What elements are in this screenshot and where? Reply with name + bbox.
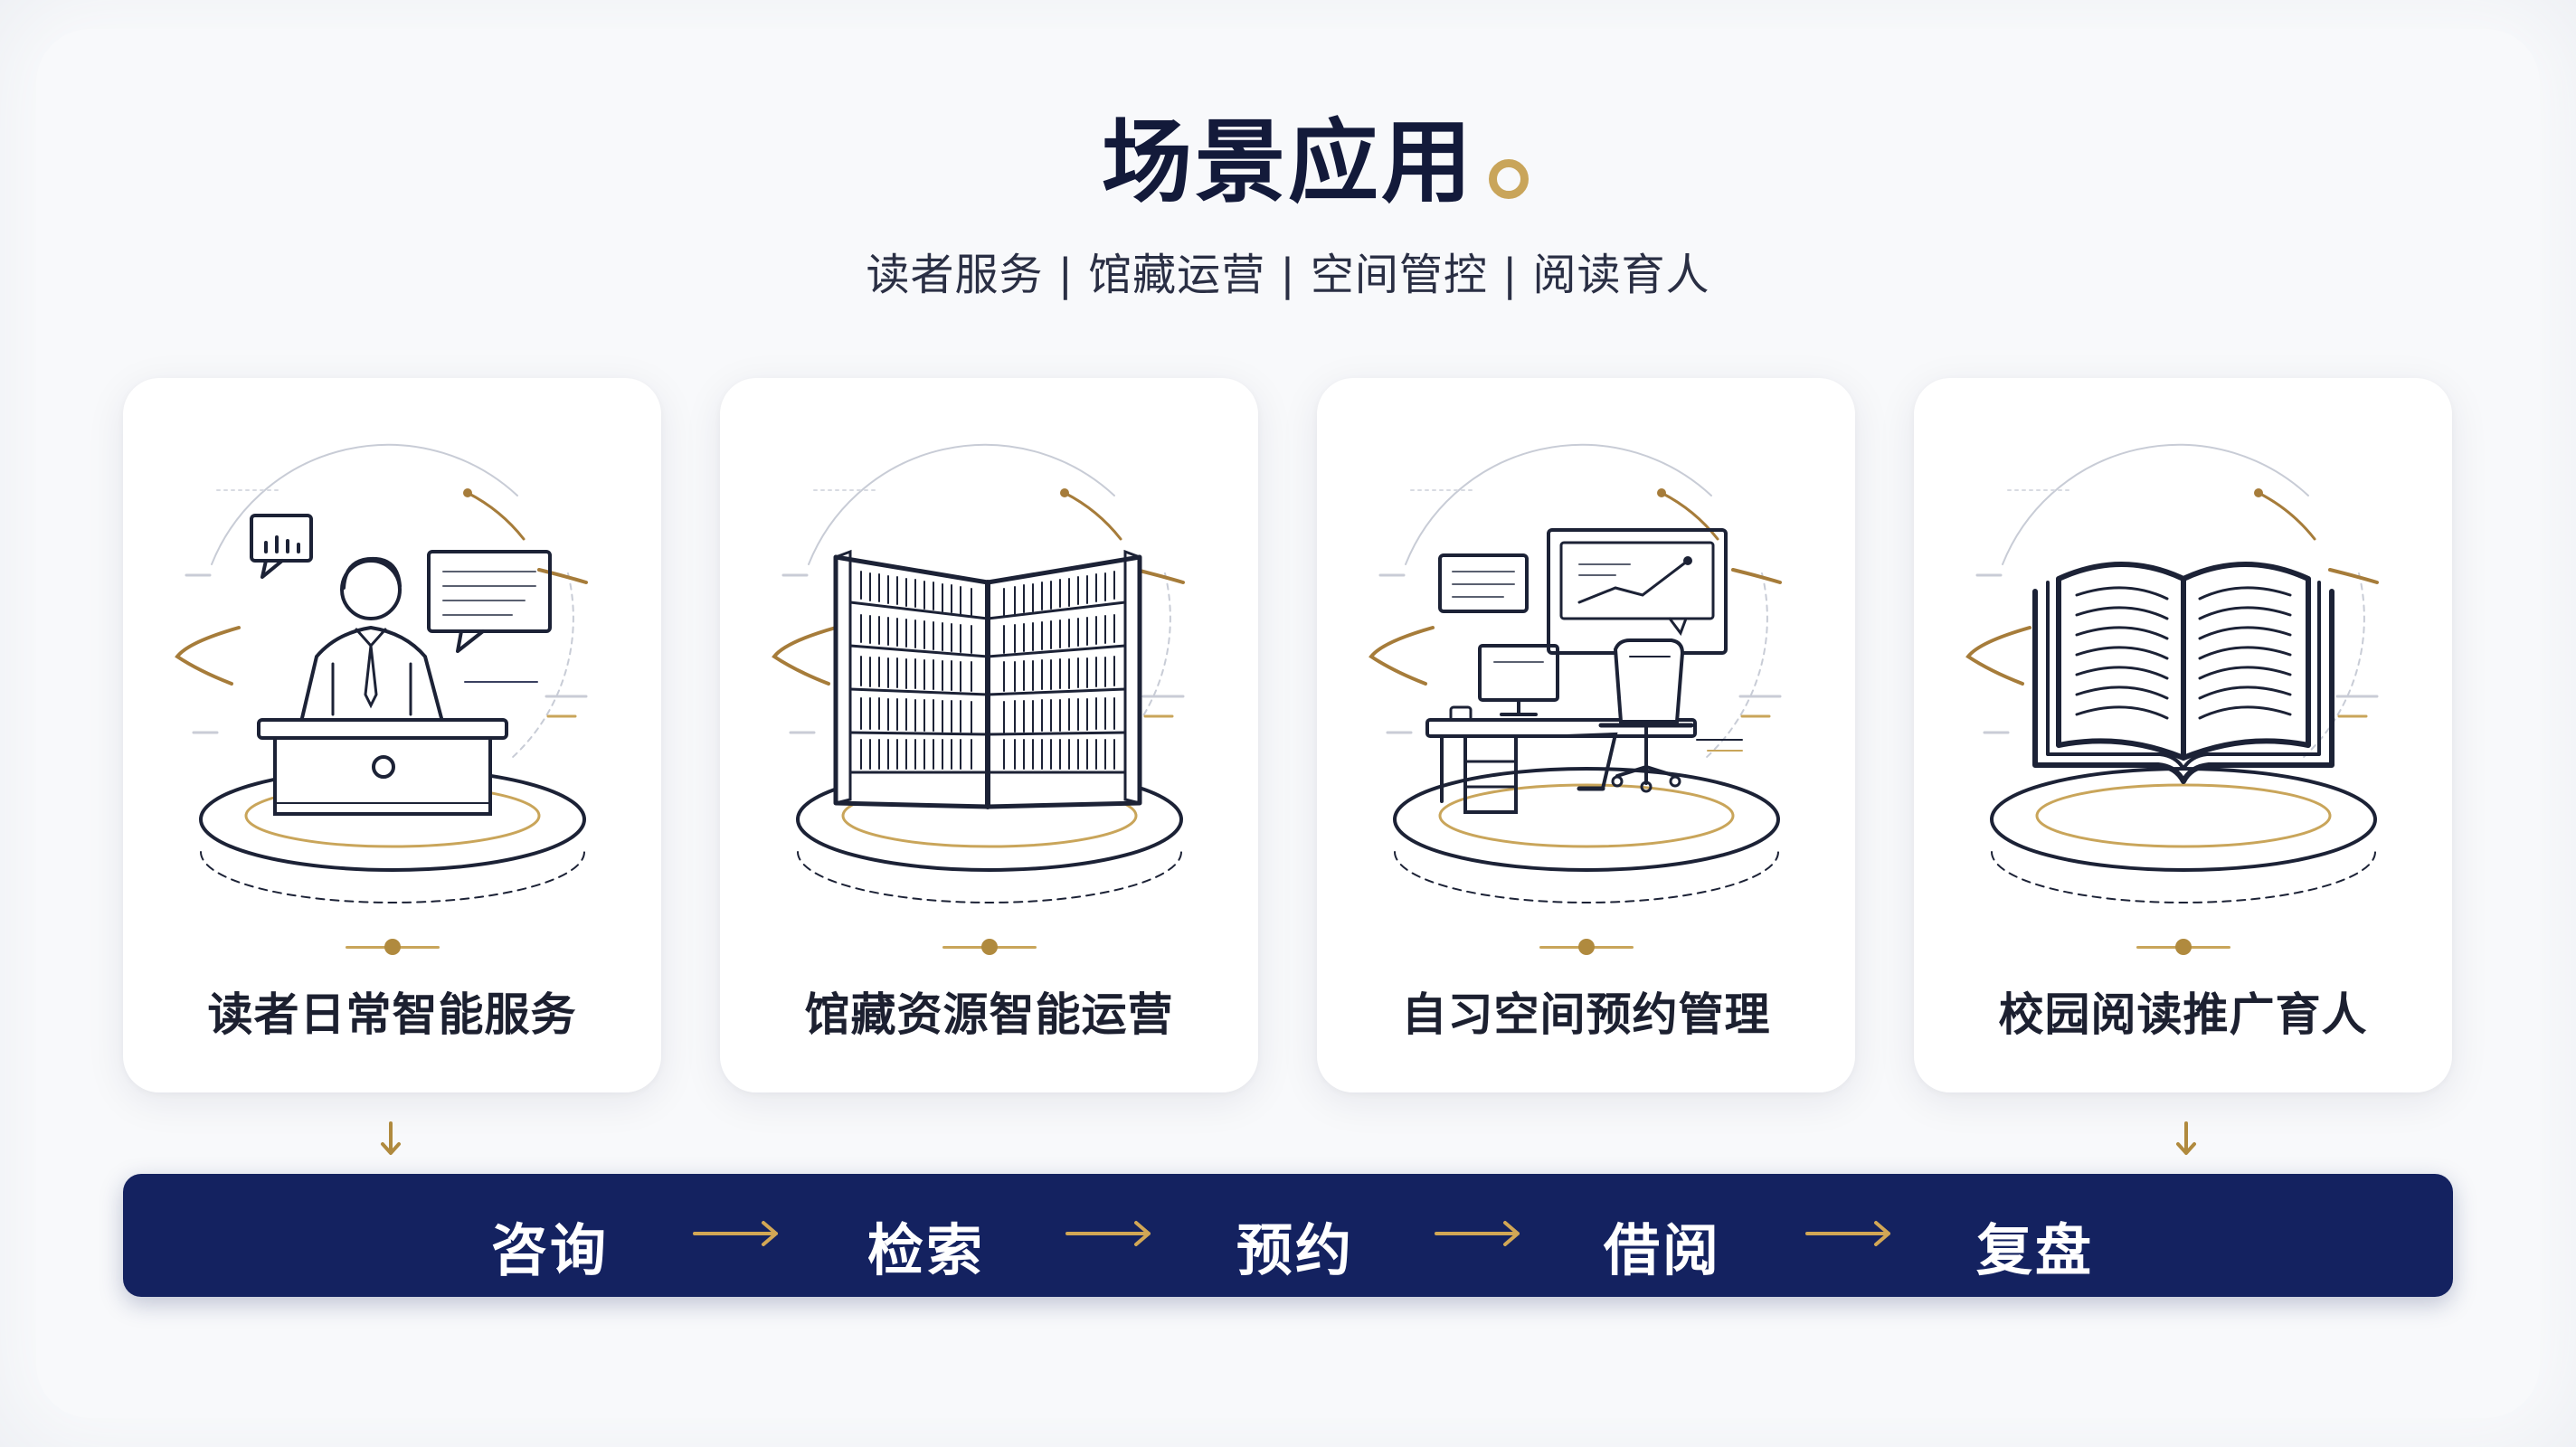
service-desk-icon: [175, 443, 588, 903]
flow-step-reserve: 预约: [1236, 1217, 1354, 1283]
scenario-card-collection-operations[interactable]: 馆藏资源智能运营: [720, 378, 1258, 1092]
study-desk-icon: [1368, 443, 1782, 903]
card-label: 馆藏资源智能运营: [804, 988, 1174, 1041]
scenario-card-reading-promotion[interactable]: 校园阅读推广育人: [1914, 378, 2452, 1092]
page-subtitle: 读者服务 | 馆藏运营 | 空间管控 | 阅读育人: [866, 250, 1710, 300]
flow-step-borrow: 借阅: [1603, 1217, 1721, 1283]
flow-step-consult: 咨询: [490, 1217, 609, 1283]
flow-step-review: 复盘: [1975, 1217, 2094, 1283]
card-label: 读者日常智能服务: [207, 988, 577, 1041]
scenario-card-study-space[interactable]: 自习空间预约管理: [1317, 378, 1855, 1092]
arrow-down-icon: [381, 1121, 401, 1155]
card-divider: [346, 939, 440, 955]
arrow-down-icon: [2176, 1121, 2196, 1155]
arrow-right-icon: [1805, 1221, 1890, 1246]
page-title: 场景应用: [1102, 109, 1474, 215]
card-divider: [942, 939, 1037, 955]
scenario-card-reader-service[interactable]: 读者日常智能服务: [123, 378, 661, 1092]
arrow-right-icon: [693, 1221, 778, 1246]
bookshelf-icon: [772, 443, 1185, 903]
title-ring-icon: [1489, 159, 1529, 199]
card-label: 校园阅读推广育人: [1998, 988, 2368, 1041]
card-divider: [2136, 939, 2230, 955]
arrow-right-icon: [1065, 1221, 1151, 1246]
flow-step-search: 检索: [867, 1217, 985, 1283]
title-area: 场景应用: [0, 89, 2576, 220]
open-book-icon: [1965, 443, 2379, 903]
card-label: 自习空间预约管理: [1401, 988, 1771, 1041]
card-divider: [1539, 939, 1634, 955]
arrow-right-icon: [1435, 1221, 1520, 1246]
process-flow-bar: 咨询 检索 预约 借阅 复盘: [123, 1174, 2453, 1297]
